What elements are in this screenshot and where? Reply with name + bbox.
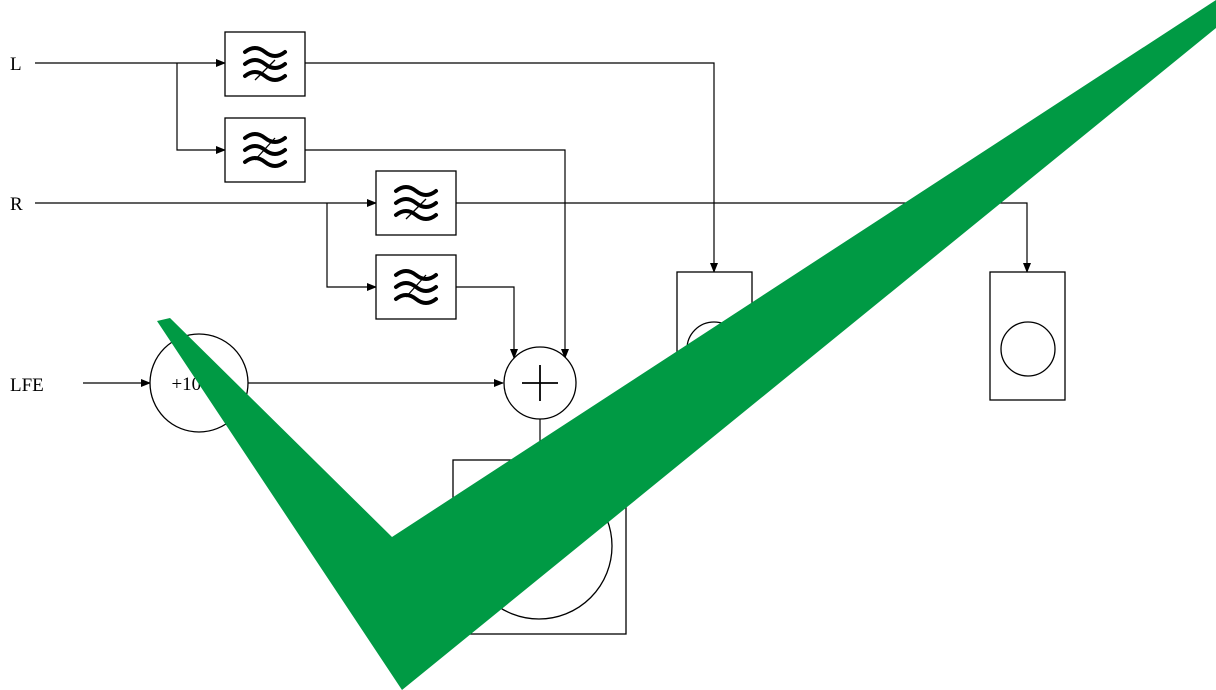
right-speaker-icon (989, 271, 1066, 401)
adjustable-filter-icon (394, 269, 438, 305)
input-label-left: L (10, 54, 22, 75)
filter-right-lowpass (375, 254, 457, 320)
filter-left-highpass (224, 31, 306, 97)
input-label-right: R (10, 194, 23, 215)
filter-right-highpass (375, 170, 457, 236)
plus-icon (522, 365, 558, 401)
left-channel-wiring (35, 59, 718, 359)
filter-left-lowpass (224, 117, 306, 183)
adjustable-filter-icon (243, 46, 287, 82)
input-label-lfe: LFE (10, 375, 44, 396)
adjustable-filter-icon (394, 185, 438, 221)
right-channel-wiring (35, 199, 1031, 359)
summing-node (503, 346, 577, 420)
adjustable-filter-icon (243, 132, 287, 168)
